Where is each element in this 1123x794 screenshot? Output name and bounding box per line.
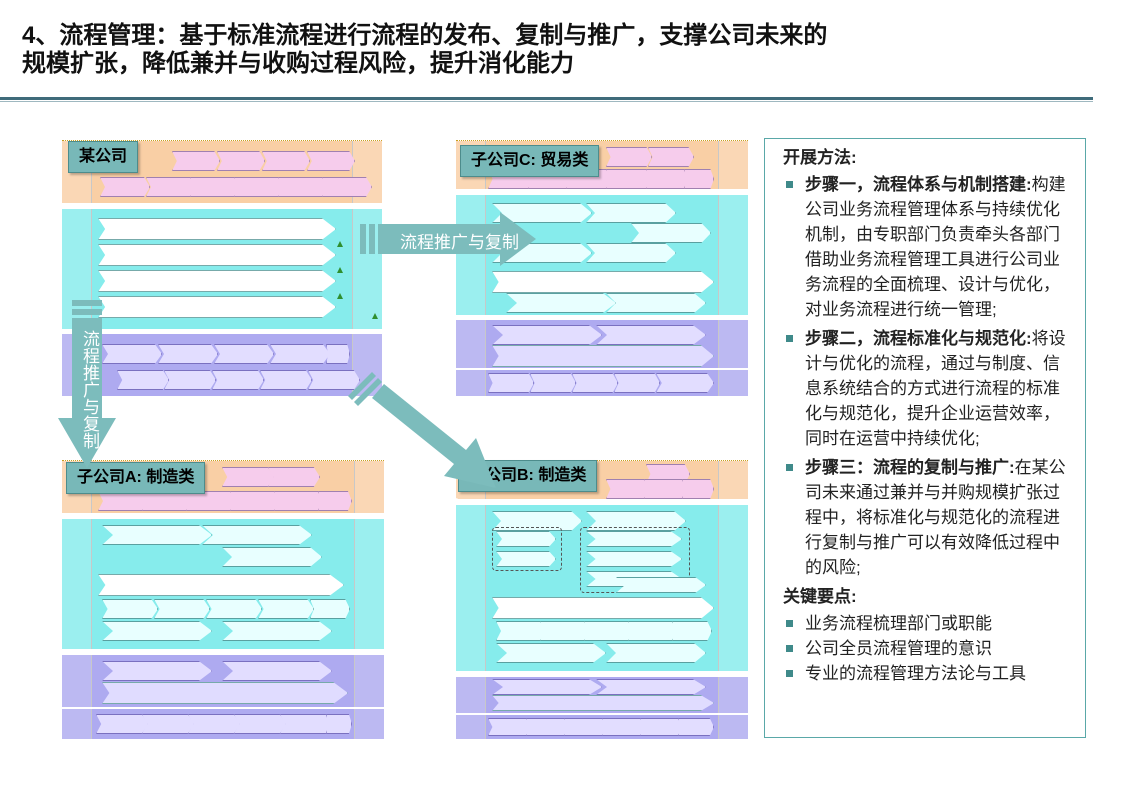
page-title: 4、流程管理：基于标准流程进行流程的发布、复制与推广，支撑公司未来的规模扩张，降… <box>22 22 828 77</box>
arrow-shape <box>348 372 496 488</box>
strategy-band <box>62 141 382 203</box>
step-item: 步骤三：流程的复制与推广:在某公司未来通过兼并与并购规模扩张过程中，将标准化与规… <box>783 455 1075 580</box>
support-band-2 <box>62 709 384 739</box>
key-point: 公司全员流程管理的意识 <box>783 636 1075 661</box>
step-title: 步骤一，流程体系与机制搭建: <box>805 175 1032 194</box>
step-item: 步骤二，流程标准化与规范化:将设计与优化的流程，通过与制度、信息系统结合的方式进… <box>783 326 1075 451</box>
core-band <box>456 505 748 671</box>
step-text: 在某公司未来通过兼并与并购规模扩张过程中，将标准化与规范化的流程进行复制与推广可… <box>805 458 1066 577</box>
sub-a-process-map <box>62 460 384 739</box>
parent-company-label: 某公司 <box>68 141 139 173</box>
sub-a-label: 子公司A: 制造类 <box>66 462 206 494</box>
support-band-2 <box>456 715 748 739</box>
title-divider-thin <box>0 101 1093 102</box>
sub-b-process-map <box>456 460 748 739</box>
arrow-label: 流程推广与复制 <box>80 330 99 449</box>
support-band <box>62 655 384 707</box>
methods-steps: 步骤一，流程体系与机制搭建:构建公司业务流程管理体系与持续优化机制，由专职部门负… <box>783 172 1075 580</box>
core-band <box>456 195 748 315</box>
arrow-to-sub-a: 流程推广与复制 <box>58 300 118 470</box>
step-title: 步骤二，流程标准化与规范化: <box>805 329 1032 348</box>
support-band-2 <box>456 370 748 396</box>
parent-process-map <box>62 140 382 397</box>
arrow-label: 流程推广与复制 <box>400 233 519 252</box>
arrow-shape <box>58 300 116 468</box>
step-text: 构建公司业务流程管理体系与持续优化机制，由专职部门负责牵头各部门借助业务流程管理… <box>805 175 1066 319</box>
support-band <box>62 334 382 396</box>
arrow-shape <box>378 212 536 266</box>
title-divider <box>0 97 1093 100</box>
step-text: 将设计与优化的流程，通过与制度、信息系统结合的方式进行流程的标准化与规范化，提升… <box>805 329 1066 448</box>
methods-heading: 开展方法: <box>783 148 857 167</box>
methods-panel: 开展方法: 步骤一，流程体系与机制搭建:构建公司业务流程管理体系与持续优化机制，… <box>764 138 1086 738</box>
key-point: 业务流程梳理部门或职能 <box>783 611 1075 636</box>
step-title: 步骤三：流程的复制与推广: <box>805 458 1015 477</box>
core-band <box>62 519 384 649</box>
step-item: 步骤一，流程体系与机制搭建:构建公司业务流程管理体系与持续优化机制，由专职部门负… <box>783 172 1075 322</box>
key-point: 专业的流程管理方法论与工具 <box>783 661 1075 686</box>
arrow-to-sub-c: 流程推广与复制 <box>360 212 540 268</box>
key-points-heading: 关键要点: <box>783 587 857 606</box>
sub-c-label: 子公司C: 贸易类 <box>460 145 600 177</box>
support-band <box>456 677 748 713</box>
sub-c-process-map <box>456 140 748 397</box>
support-band <box>456 320 748 368</box>
key-points: 业务流程梳理部门或职能 公司全员流程管理的意识 专业的流程管理方法论与工具 <box>783 611 1075 686</box>
arrow-to-sub-b: 流程推广与复制 <box>348 372 508 514</box>
